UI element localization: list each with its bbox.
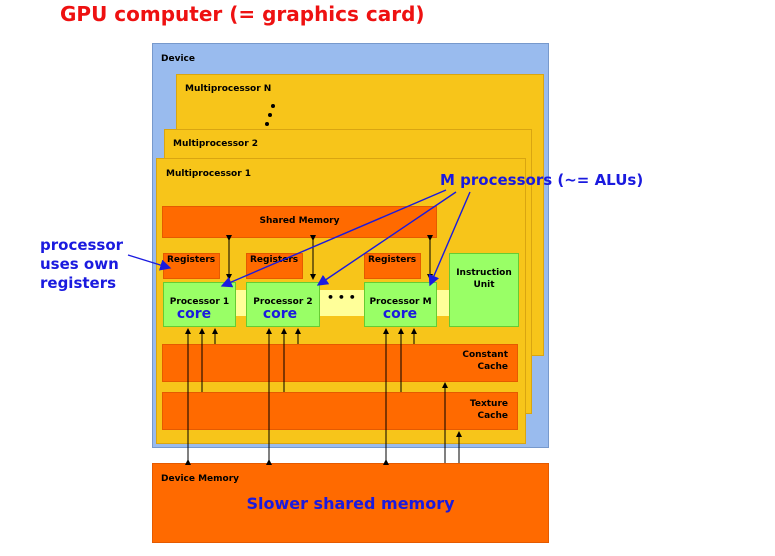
processor-m-box: [364, 282, 437, 327]
multiprocessor-2-label: Multiprocessor 2: [173, 139, 259, 149]
instruction-unit-box: [449, 253, 519, 327]
annotation-line-3: registers: [40, 274, 117, 292]
texture-cache-label-line2: Cache: [477, 411, 508, 421]
core-label-2: core: [262, 306, 298, 322]
processor-ellipsis: • • •: [327, 291, 356, 304]
vertical-dot: [268, 113, 272, 117]
instruction-unit-label-line1: Instruction: [456, 268, 512, 278]
processor-2-label: Processor 2: [253, 297, 313, 307]
page-title: GPU computer (= graphics card): [60, 2, 425, 26]
registers-label-2: Registers: [250, 255, 299, 265]
device-memory-box: [152, 463, 549, 543]
processor-1-label: Processor 1: [169, 297, 230, 307]
instruction-unit-label-line2: Unit: [473, 280, 495, 290]
registers-label-m: Registers: [368, 255, 417, 265]
registers-box-2: [246, 253, 303, 279]
registers-box-m: [364, 253, 421, 279]
texture-cache-box: [162, 392, 518, 430]
annotation-line-1: processor: [40, 236, 124, 254]
annotation-arrow-to-proc-2: [316, 191, 457, 286]
vertical-dot: [265, 122, 269, 126]
core-label-1: core: [176, 306, 212, 322]
core-label-m: core: [382, 306, 418, 322]
constant-cache-label-line1: Constant: [462, 350, 508, 360]
annotation-arrow-to-proc-1: [220, 189, 447, 288]
annotation-arrow-to-registers: [127, 254, 172, 271]
annotation-line-2: uses own: [40, 255, 119, 273]
shared-memory-label: Shared Memory: [259, 216, 340, 226]
device-memory-label: Device Memory: [161, 474, 240, 484]
constant-cache-box: [162, 344, 518, 382]
processor-2-box: [246, 282, 320, 327]
annotation-arrow-to-proc-m: [428, 191, 471, 287]
texture-cache-label-line1: Texture: [469, 399, 508, 409]
m-processors-annotation: M processors (~= ALUs): [440, 171, 644, 189]
constant-cache-label-line2: Cache: [477, 362, 508, 372]
processor-1-box: [163, 282, 236, 327]
slower-shared-memory-caption: Slower shared memory: [246, 494, 455, 513]
registers-label-1: Registers: [167, 255, 216, 265]
multiprocessor-1-label: Multiprocessor 1: [166, 169, 252, 179]
shared-memory-box: [162, 206, 437, 238]
processor-registers-annotation: processor uses own registers: [40, 236, 123, 293]
device-label: Device: [161, 54, 195, 64]
registers-box-1: [163, 253, 220, 279]
vertical-dot: [271, 104, 275, 108]
multiprocessor-n-label: Multiprocessor N: [185, 84, 272, 94]
processor-m-label: Processor M: [369, 297, 432, 307]
